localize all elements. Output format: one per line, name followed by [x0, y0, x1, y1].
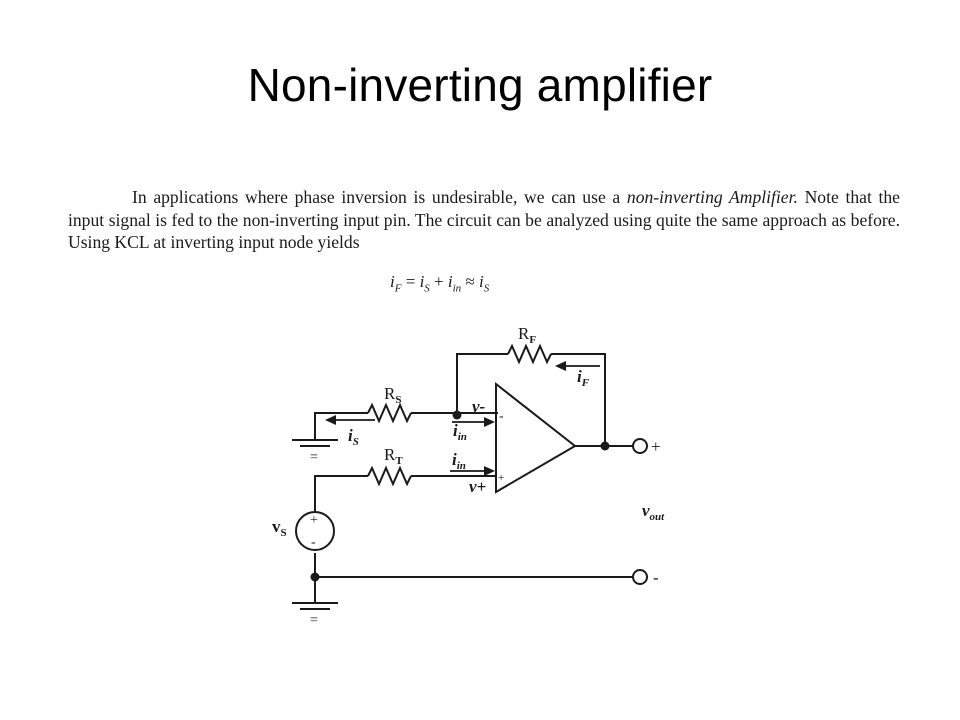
- label-vout: vout: [642, 501, 665, 523]
- feedback-wire-left: [456, 353, 508, 415]
- opamp-minus-sign: -: [499, 409, 504, 424]
- source-top-wire: [314, 475, 368, 513]
- ground-wire-left: [314, 412, 368, 440]
- eq-iin: i: [447, 272, 453, 291]
- resistor-rt: [367, 465, 412, 487]
- arrow-iF-head: [555, 361, 566, 371]
- label-rt: RT: [384, 445, 403, 467]
- output-terminal-minus: [632, 569, 648, 585]
- paragraph-emphasis: non-inverting Amplifier.: [626, 187, 798, 207]
- paragraph-rest: Note that the input signal is fed to the…: [68, 187, 900, 252]
- opamp-plus-sign: +: [498, 472, 504, 484]
- label-v-plus: v+: [469, 477, 486, 496]
- junction-output-node: [600, 441, 610, 451]
- junction-ground-node: [310, 572, 320, 582]
- junction-inverting-node: [452, 410, 462, 420]
- voltage-source-vs: [295, 511, 335, 551]
- paragraph-text: In applications where phase inversion is…: [68, 186, 900, 254]
- output-terminal-plus: [632, 438, 648, 454]
- arrow-iS-head: [325, 415, 336, 425]
- output-minus-sign: -: [653, 568, 659, 587]
- eq-iS-sub: S: [424, 282, 430, 295]
- label-iin-bot: iin: [452, 450, 466, 472]
- eq-iS2: i: [479, 272, 484, 291]
- kcl-equation: iF = iS + iin ≈ iS: [390, 272, 489, 294]
- eq-iF-sub: F: [394, 282, 402, 295]
- eq-equals: =: [401, 272, 420, 291]
- source-minus-sign: -: [311, 535, 316, 550]
- output-plus-sign: +: [651, 437, 661, 456]
- arrow-iin-top-head: [484, 417, 495, 427]
- label-v-minus: v-: [472, 397, 486, 416]
- eq-plus: +: [429, 272, 448, 291]
- feedback-wire-right: [551, 353, 606, 446]
- resistor-rs: [367, 402, 412, 424]
- ground-top-mark: =: [310, 450, 318, 465]
- eq-iS2-sub: S: [483, 282, 490, 295]
- op-amp-triangle: [495, 381, 577, 494]
- slide-title: Non-inverting amplifier: [247, 59, 713, 111]
- source-plus-sign: +: [310, 513, 318, 528]
- eq-iF: i: [390, 272, 395, 291]
- label-vs: vS: [272, 517, 287, 539]
- feedback-resistor-rf: [507, 343, 552, 365]
- arrow-iin-bot-head: [484, 466, 495, 476]
- ground-bottom-mark: =: [310, 613, 318, 628]
- label-iin-top: iin: [453, 421, 467, 443]
- label-iS: iS: [348, 426, 359, 448]
- label-rf: RF: [518, 324, 536, 346]
- label-iF: iF: [577, 367, 590, 389]
- description-paragraph: In applications where phase inversion is…: [68, 186, 900, 254]
- eq-iin-sub: in: [452, 282, 462, 295]
- label-rs: RS: [384, 384, 401, 406]
- eq-approx: ≈: [461, 272, 480, 291]
- paragraph-line1: In applications where phase inversion is…: [132, 187, 627, 207]
- eq-iS: i: [419, 272, 425, 291]
